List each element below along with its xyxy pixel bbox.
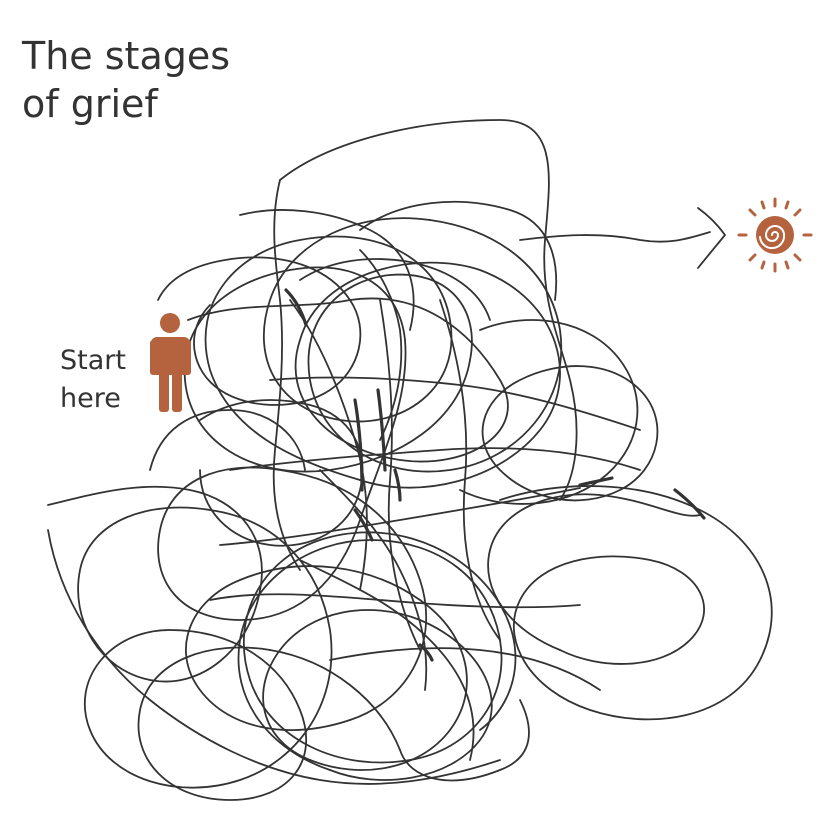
scribble-right-lobe-2 bbox=[487, 493, 701, 651]
knot-mark-5 bbox=[393, 468, 402, 502]
title-line-2: of grief bbox=[22, 82, 158, 126]
exit-arrow bbox=[697, 207, 726, 269]
scribble-loop-6 bbox=[185, 565, 468, 771]
scribble-loop-2 bbox=[204, 217, 453, 481]
scribble-loop-3 bbox=[307, 219, 563, 473]
person-icon bbox=[150, 313, 191, 412]
scribble-right-lobe-4 bbox=[459, 319, 639, 505]
scribble-loop-4 bbox=[183, 266, 471, 473]
scribble-upper-left-lobe bbox=[157, 256, 362, 406]
knot-mark-4 bbox=[353, 508, 374, 542]
diagram-title: The stages of grief bbox=[22, 32, 230, 128]
exit-path bbox=[519, 231, 711, 243]
scribble-loop-1 bbox=[187, 261, 561, 489]
tangled-path bbox=[47, 119, 773, 801]
scribble-right-lobe-3 bbox=[481, 365, 659, 502]
scribble-strand-2 bbox=[219, 487, 581, 546]
knot-mark-6 bbox=[673, 488, 706, 520]
scribble-strand-10 bbox=[329, 647, 601, 691]
scribble-strand-1 bbox=[209, 593, 581, 609]
scribble-left-lobe bbox=[47, 485, 333, 789]
knot-mark-8 bbox=[418, 643, 434, 662]
scribble-strand-11 bbox=[359, 249, 403, 441]
scribble-loop-9 bbox=[249, 639, 503, 764]
knot-mark-3 bbox=[376, 388, 387, 472]
scribble-strand-9 bbox=[299, 559, 475, 761]
scribble-upper-left-lobe-2 bbox=[199, 399, 364, 547]
scribble-strand-7 bbox=[439, 299, 501, 641]
scribble-top-lobe-3 bbox=[359, 200, 558, 301]
scribble-strand-6 bbox=[379, 299, 421, 651]
knot-mark-1 bbox=[284, 288, 308, 327]
scribble-upper-left-lobe-3 bbox=[149, 409, 306, 471]
scribble-strand-4 bbox=[269, 376, 641, 431]
title-line-1: The stages bbox=[22, 34, 231, 78]
scribble-strand-3 bbox=[229, 447, 641, 471]
scribble-strand-5 bbox=[289, 299, 368, 591]
start-label-line-1: Start bbox=[60, 345, 126, 376]
knot-mark-7 bbox=[578, 476, 614, 487]
scribble-loop-5 bbox=[157, 339, 428, 721]
scribble-left-lobe-2 bbox=[47, 529, 501, 785]
scribble-bottom-lobe bbox=[137, 629, 308, 801]
scribble-top-lobe-2 bbox=[272, 179, 301, 571]
scribble-top-lobe-4 bbox=[239, 209, 415, 331]
start-label-line-2: here bbox=[60, 383, 121, 414]
scribble-strand-8 bbox=[319, 469, 428, 691]
scribble-loop-10 bbox=[242, 531, 517, 731]
scribble-top-lobe bbox=[279, 119, 578, 501]
start-label: Start here bbox=[60, 342, 126, 418]
scribble-bottom-lobe-2 bbox=[269, 649, 530, 782]
scribble-loop-8 bbox=[237, 539, 501, 771]
sun-icon bbox=[737, 197, 813, 273]
knot-mark-2 bbox=[353, 398, 364, 492]
scribble-right-lobe bbox=[499, 485, 773, 721]
dense-knot-marks bbox=[284, 288, 706, 662]
scribble-strand-12 bbox=[299, 258, 491, 321]
